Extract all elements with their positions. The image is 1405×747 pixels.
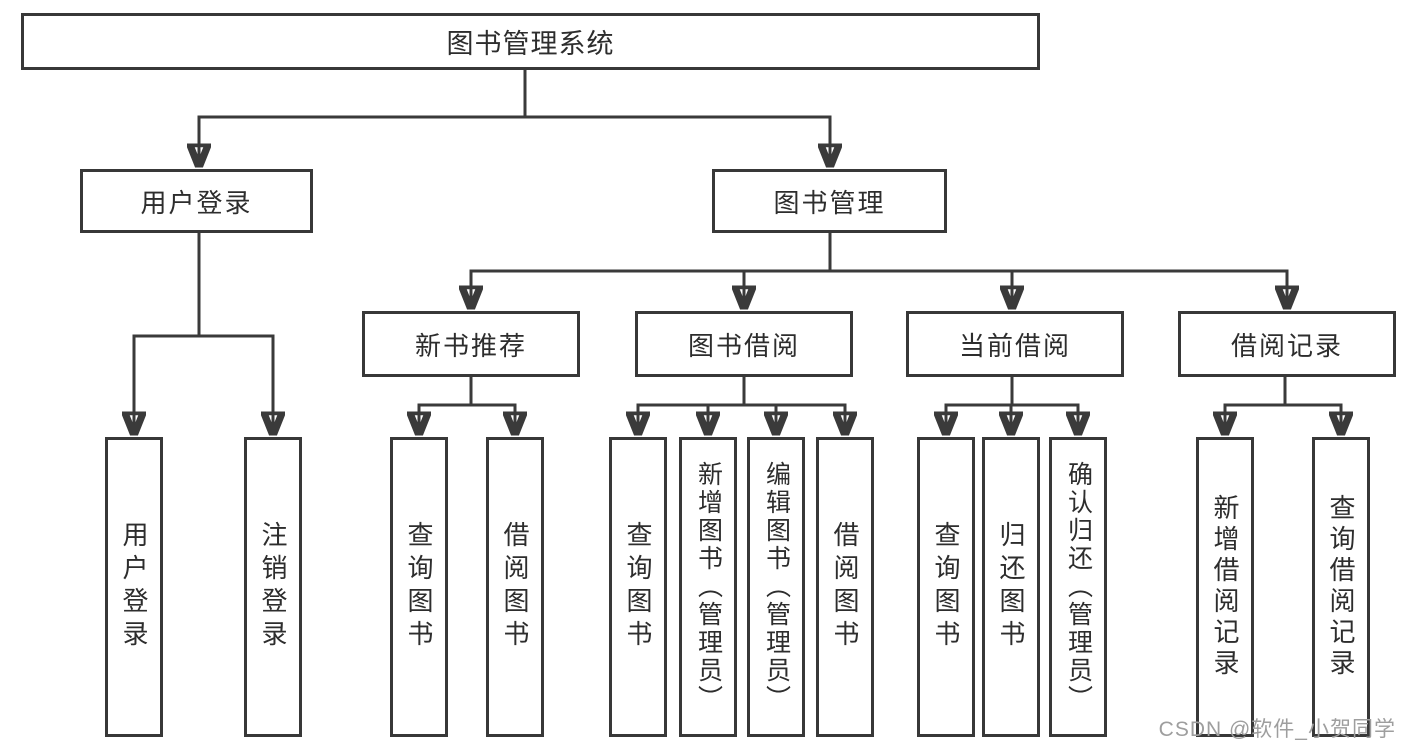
leaf-borrow-books: 借阅图书 (816, 437, 874, 737)
connector-userlogin-bracket (134, 334, 273, 432)
node-user-login: 用户登录 (80, 169, 313, 233)
node-book-management: 图书管理 (712, 169, 947, 233)
leaf-query-books-current: 查询图书 (917, 437, 975, 737)
node-label: 编辑图书（管理员） (762, 461, 791, 713)
leaf-confirm-return-admin: 确认归还（管理员） (1049, 437, 1107, 737)
node-label: 借阅图书 (500, 521, 530, 653)
node-root-system: 图书管理系统 (21, 13, 1040, 70)
watermark: CSDN @软件_小贺同学 (1158, 718, 1396, 741)
connector-root-bracket (199, 115, 830, 164)
leaf-logout: 注销登录 (244, 437, 302, 737)
leaf-edit-books-admin: 编辑图书（管理员） (747, 437, 805, 737)
leaf-user-login: 用户登录 (105, 437, 163, 737)
node-label: 图书管理系统 (446, 29, 615, 59)
node-new-book-recommend: 新书推荐 (362, 311, 580, 377)
node-label: 图书借阅 (687, 330, 800, 361)
node-borrowing-records: 借阅记录 (1178, 311, 1396, 377)
node-label: 用户登录 (119, 521, 149, 653)
node-label: 查询图书 (931, 521, 961, 653)
node-label: 借阅图书 (830, 521, 860, 653)
node-label: 确认归还（管理员） (1064, 461, 1093, 713)
node-label: 归还图书 (996, 521, 1026, 653)
connector-records-bracket (1225, 403, 1341, 432)
node-label: 借阅记录 (1230, 330, 1343, 361)
leaf-return-books: 归还图书 (982, 437, 1040, 737)
leaf-query-borrow-record: 查询借阅记录 (1312, 437, 1370, 737)
node-label: 新书推荐 (414, 330, 527, 361)
connector-borrowing-bracket (638, 403, 845, 432)
node-label: 新增借阅记录 (1210, 494, 1240, 680)
node-book-borrowing: 图书借阅 (635, 311, 853, 377)
connector-recommend-bracket (419, 403, 515, 432)
node-label: 查询图书 (623, 521, 653, 653)
leaf-query-books-recommend: 查询图书 (390, 437, 448, 737)
node-label: 新增图书（管理员） (694, 461, 723, 713)
node-current-borrowing: 当前借阅 (906, 311, 1124, 377)
node-label: 查询借阅记录 (1326, 494, 1356, 680)
node-label: 用户登录 (140, 187, 253, 218)
node-label: 图书管理 (773, 187, 886, 218)
node-label: 查询图书 (404, 521, 434, 653)
connector-bookmgmt-bracket (471, 269, 1287, 306)
leaf-query-books-borrow: 查询图书 (609, 437, 667, 737)
leaf-borrow-books-recommend: 借阅图书 (486, 437, 544, 737)
node-label: 注销登录 (258, 521, 288, 653)
leaf-add-borrow-record: 新增借阅记录 (1196, 437, 1254, 737)
node-label: 当前借阅 (958, 330, 1071, 361)
leaf-add-books-admin: 新增图书（管理员） (679, 437, 737, 737)
